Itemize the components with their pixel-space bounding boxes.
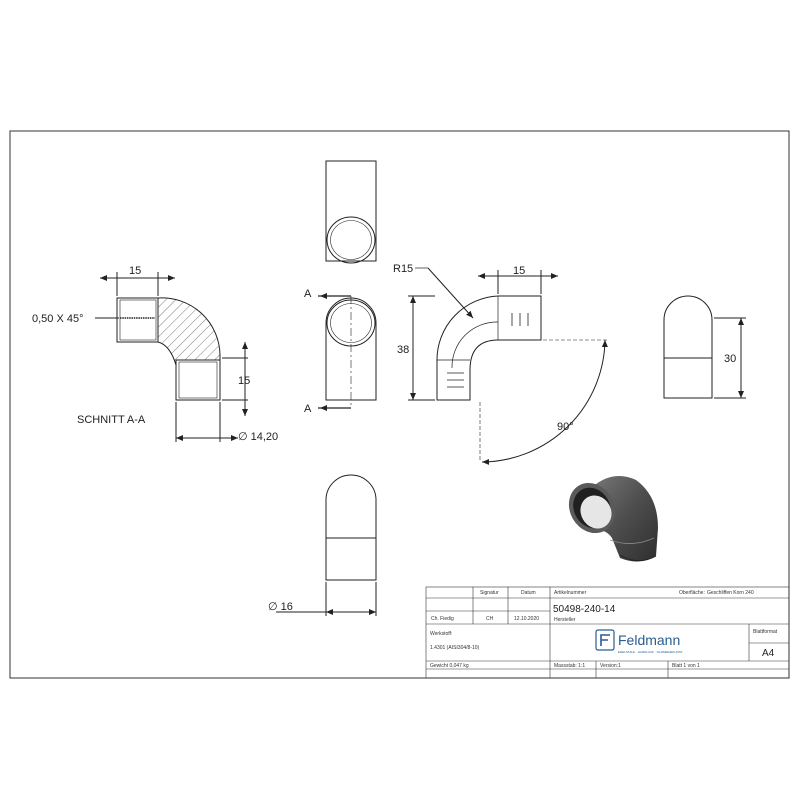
section-mark-bottom: A (304, 403, 312, 415)
tb-date: 12.10.2020 (514, 616, 539, 622)
top-view-bore (326, 216, 376, 264)
right-view (663, 295, 746, 399)
logo-tagline: EDELSTAHL · HANDLAUF · SCHMIEDEKUNST (618, 650, 683, 654)
side-view (408, 267, 608, 465)
side-view-dim-left: 38 (397, 344, 409, 356)
section-label: SCHNITT A-A (77, 414, 146, 426)
side-view-dim-top: 15 (513, 265, 525, 277)
tb-format-value: A4 (762, 648, 775, 659)
tb-version: Version:1 (600, 663, 621, 669)
section-dim-right: 15 (238, 375, 250, 387)
section-mark-top: A (304, 288, 312, 300)
title-block (425, 586, 790, 679)
logo-text: Feldmann (618, 632, 680, 648)
elbow-3d-render (568, 476, 658, 562)
tb-manufacturer-label: Hersteller (554, 617, 576, 623)
chamfer-note: 0,50 X 45° (32, 313, 84, 325)
tb-sheet: Blatt 1 von 1 (672, 663, 700, 669)
tb-weight: Gewicht 0,047 kg (430, 663, 469, 669)
tb-col-date: Datum (521, 590, 536, 596)
bottom-view (276, 474, 377, 616)
section-view (95, 272, 248, 442)
top-view (325, 160, 377, 264)
section-dim-top: 15 (129, 265, 141, 277)
tb-scale: Massstab: 1:1 (554, 663, 585, 669)
tb-signature: CH (486, 616, 494, 622)
tb-material-label: Werkstoff: (430, 631, 452, 637)
feldmann-logo: Feldmann EDELSTAHL · HANDLAUF · SCHMIEDE… (595, 629, 683, 654)
side-view-radius: R15 (393, 263, 413, 275)
drawing-frame (9, 130, 790, 679)
tb-col-article: Artikelnummer (554, 590, 587, 596)
section-dim-diameter: ∅ 14,20 (238, 431, 278, 443)
bottom-view-diameter: ∅ 16 (268, 601, 293, 613)
tb-surface-value: Geschliffen Korn 240 (707, 590, 754, 596)
tb-article-number: 50498-240-14 (553, 604, 616, 615)
tb-material-value: 1.4301 (AISI304/8-10) (430, 645, 480, 651)
side-view-angle: 90° (557, 421, 574, 433)
tb-drawn-by: Ch. Fiedig (431, 616, 454, 622)
tb-surface-label: Oberfläche: (679, 590, 705, 596)
right-view-dim: 30 (724, 353, 736, 365)
front-view (318, 293, 377, 411)
tb-format-label: Blattformat (753, 629, 778, 635)
tb-col-signature: Signatur (480, 590, 499, 596)
